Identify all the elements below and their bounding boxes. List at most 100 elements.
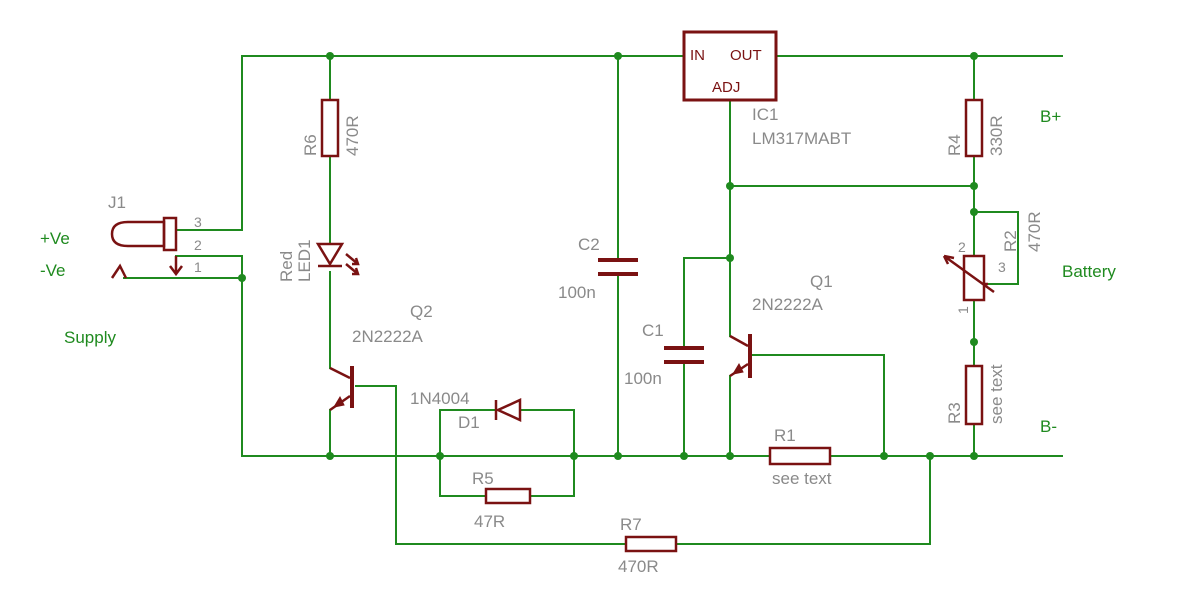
resistor-r7: R7 470R [618,515,678,576]
net-minus-ve: -Ve [40,261,66,280]
led-arrow [345,253,360,266]
c2-name: C2 [578,235,600,254]
r2-pin3-label: 3 [998,259,1006,275]
wire-j1-pin1 [123,255,243,279]
jack-body [162,216,178,252]
resistor-body [624,535,678,553]
junction-dot [970,208,978,216]
junction-dot [970,452,978,460]
capacitor-plate [598,258,638,276]
j1-label: J1 [108,193,126,212]
ic1-value: LM317MABT [752,129,851,148]
transistor-q2: Q2 2N2222A [329,302,433,412]
led-triangle [315,242,345,267]
junction-dot [880,452,888,460]
led-arrow [345,263,360,276]
ic1-pin-out: OUT [730,47,762,64]
wire-ground-left [241,277,685,457]
j1-pin1-label: 1 [194,259,202,275]
resistor-body [964,364,984,426]
capacitor-c2: C2 100n [558,235,638,302]
junction-dot [570,452,578,460]
led1-name: LED1 [295,239,314,282]
junction-dot [238,274,246,282]
wire-r5-loop [439,455,575,497]
junction-dot [970,338,978,346]
capacitor-c1: C1 100n [624,321,704,388]
regulator-ic1: IN OUT ADJ IC1 LM317MABT [682,30,851,148]
resistor-r1: R1 see text [768,426,832,488]
wire-r2-wiper [973,211,1019,285]
ic1-body [682,30,778,102]
net-plus-ve: +Ve [40,229,70,248]
q1-name: Q1 [810,272,833,291]
q2-name: Q2 [410,302,433,321]
wire-j1-pin3-to-top [175,55,243,231]
q1-collector [729,334,749,348]
junction-dot [614,452,622,460]
r3-name: R3 [945,402,964,424]
junction-dot [726,452,734,460]
r6-name: R6 [301,134,320,156]
resistor-r5: R5 47R [472,469,532,531]
junctions [238,52,978,460]
q2-emitter-arrow [332,395,345,408]
r5-name: R5 [472,469,494,488]
ic1-name: IC1 [752,105,778,124]
wire-c1-top [683,257,731,349]
r1-value: see text [772,469,832,488]
r7-name: R7 [620,515,642,534]
junction-dot [970,52,978,60]
junction-dot [326,52,334,60]
net-b-plus: B+ [1040,107,1061,126]
resistor-body [768,446,832,466]
r2-value: 470R [1025,211,1044,252]
led1-value: Red [277,251,296,282]
connector-j1: J1 3 2 1 [108,193,202,279]
transistor-q1: Q1 2N2222A [729,272,833,378]
q2-collector [329,366,351,380]
junction-dot [680,452,688,460]
net-labels: +Ve -Ve Supply B+ Battery B- [40,107,1116,436]
r5-value: 47R [474,512,505,531]
resistor-body [320,98,340,158]
r7-value: 470R [618,557,659,576]
q2-value: 2N2222A [352,327,424,346]
resistor-body [484,487,532,505]
junction-dot [614,52,622,60]
d1-name: D1 [458,413,480,432]
junction-dot [326,452,334,460]
wires [123,55,1063,545]
capacitor-plate [664,346,704,364]
junction-dot [726,182,734,190]
jack-contact [169,256,183,277]
junction-dot [726,254,734,262]
r2-pin2-label: 2 [958,239,966,255]
net-battery: Battery [1062,262,1116,281]
j1-pin2-label: 2 [194,237,202,253]
net-supply: Supply [64,328,116,347]
resistor-r4: R4 330R [945,98,1006,158]
potentiometer-r2: 2 3 1 R2 470R [942,211,1044,314]
junction-dot [970,182,978,190]
jack-sleeve [110,263,128,279]
wire-d1-loop [439,409,575,457]
r4-name: R4 [945,134,964,156]
r3-value: see text [987,364,1006,424]
d1-value: 1N4004 [410,389,470,408]
c1-name: C1 [642,321,664,340]
c2-value: 100n [558,283,596,302]
r2-pin1-label: 1 [955,306,971,314]
resistor-r3: R3 see text [945,364,1006,426]
r2-name: R2 [1001,230,1020,252]
led-led1: LED1 Red [277,239,360,282]
jack-barrel [110,220,166,248]
pot-body [962,254,986,302]
junction-dot [926,452,934,460]
ic1-pin-in: IN [690,47,705,64]
q1-value: 2N2222A [752,295,824,314]
wire-q1-base [751,354,885,457]
r1-name: R1 [774,426,796,445]
wire-q2-base-r7 [355,385,627,545]
